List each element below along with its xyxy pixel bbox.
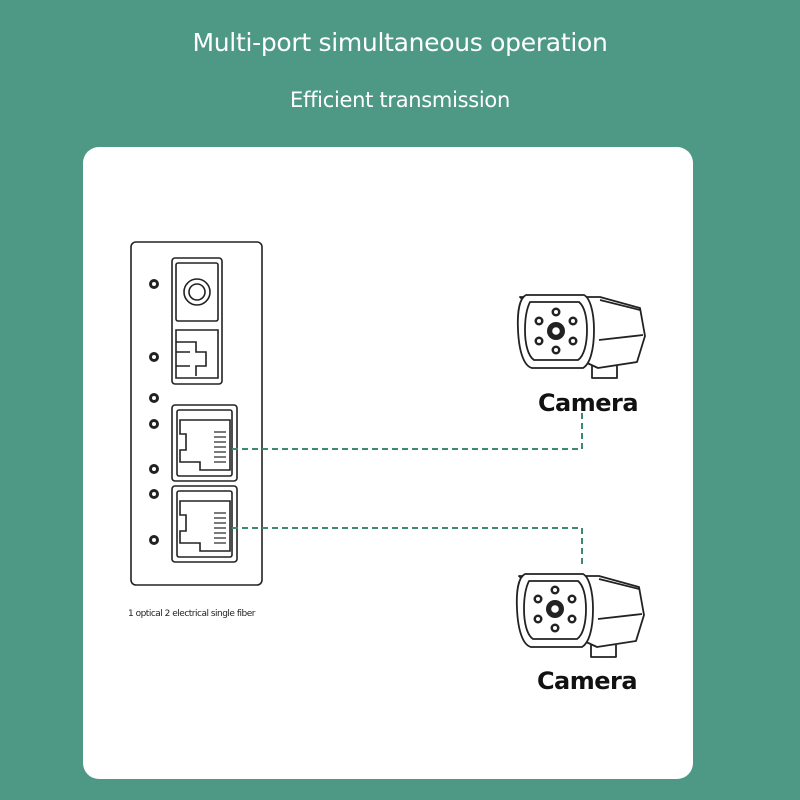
- media-converter-device: [130, 241, 263, 586]
- camera-1-icon: [516, 294, 646, 379]
- camera-2-label: Camera: [536, 667, 638, 695]
- rj45-port-1: [171, 404, 238, 482]
- led-indicators: [149, 279, 159, 545]
- link-line-camera-2: [232, 527, 583, 565]
- link-line-camera-1: [232, 413, 583, 450]
- page-title: Multi-port simultaneous operation: [192, 28, 608, 57]
- device-caption: 1 optical 2 electrical single fiber: [128, 609, 255, 619]
- connection-lines: [232, 413, 583, 565]
- camera-2-icon: [515, 573, 645, 658]
- rj45-port-2: [171, 485, 238, 563]
- page-subtitle: Efficient transmission: [290, 88, 510, 112]
- camera-1-label: Camera: [537, 389, 639, 417]
- optical-port: [171, 257, 223, 385]
- diagram-card: [83, 147, 693, 779]
